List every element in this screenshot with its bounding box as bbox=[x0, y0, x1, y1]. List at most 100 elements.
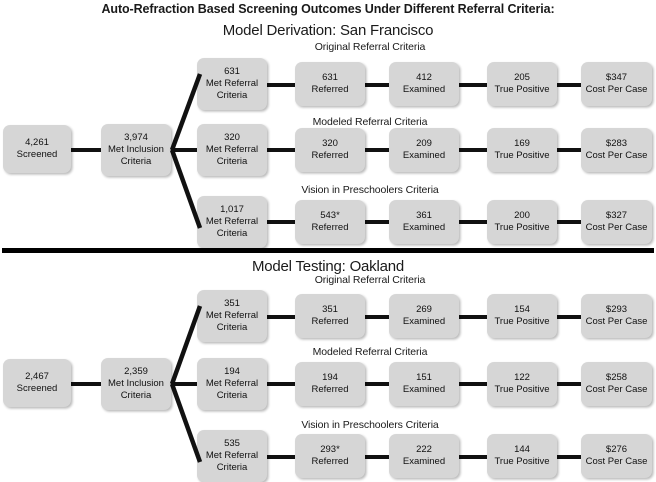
node-oak-inclusion[interactable]: 2,359 Met Inclusion Criteria bbox=[101, 358, 171, 410]
node-oak-row1-examined[interactable]: 269 Examined bbox=[389, 294, 459, 338]
node-oak-row1-true-positive[interactable]: 154 True Positive bbox=[487, 294, 557, 338]
node-value: 209 bbox=[416, 137, 432, 149]
node-sf-row2-examined[interactable]: 209 Examined bbox=[389, 128, 459, 172]
node-label-line1: Met Referral bbox=[205, 215, 259, 227]
node-oak-row2-cost[interactable]: $258 Cost Per Case bbox=[581, 362, 652, 406]
node-label: True Positive bbox=[494, 316, 550, 327]
node-value: 351 bbox=[224, 297, 240, 309]
connector-sf-r3-b bbox=[363, 220, 391, 224]
node-oak-screened[interactable]: 2,467 Screened bbox=[3, 359, 71, 407]
node-sf-row1-true-positive[interactable]: 205 True Positive bbox=[487, 62, 557, 106]
node-oak-row3-examined[interactable]: 222 Examined bbox=[389, 434, 459, 478]
node-value: 194 bbox=[322, 371, 338, 383]
node-sf-row2-referred[interactable]: 320 Referred bbox=[295, 128, 365, 172]
criteria-label-oak-row-1: Original Referral Criteria bbox=[314, 274, 426, 286]
connector-sf-r3-c bbox=[457, 220, 489, 224]
node-oak-row1-cost[interactable]: $293 Cost Per Case bbox=[581, 294, 652, 338]
node-oak-row3-met-referral[interactable]: 535 Met Referral Criteria bbox=[197, 430, 267, 482]
branch-oak-down bbox=[169, 383, 203, 463]
node-value: 320 bbox=[322, 137, 338, 149]
node-oak-row3-true-positive[interactable]: 144 True Positive bbox=[487, 434, 557, 478]
node-value: 4,261 bbox=[25, 136, 49, 148]
node-value: 535 bbox=[224, 437, 240, 449]
node-label: Examined bbox=[402, 84, 446, 95]
node-value: 151 bbox=[416, 371, 432, 383]
node-value: 144 bbox=[514, 443, 530, 455]
connector-sf-r1-b bbox=[363, 83, 391, 87]
node-label-line2: Criteria bbox=[216, 462, 248, 474]
node-sf-row3-examined[interactable]: 361 Examined bbox=[389, 200, 459, 244]
node-label: Referred bbox=[311, 222, 349, 233]
connector-oak-r3-c bbox=[457, 455, 489, 459]
node-value: 631 bbox=[322, 71, 338, 83]
connector-sf-screened-inclusion bbox=[70, 148, 102, 152]
node-value: 194 bbox=[224, 365, 240, 377]
connector-oak-r3-d bbox=[555, 455, 582, 459]
node-value: 351 bbox=[322, 303, 338, 315]
node-sf-inclusion[interactable]: 3,974 Met Inclusion Criteria bbox=[101, 124, 171, 176]
node-oak-row2-referred[interactable]: 194 Referred bbox=[295, 362, 365, 406]
node-sf-row3-cost[interactable]: $327 Cost Per Case bbox=[581, 200, 652, 244]
node-sf-row1-met-referral[interactable]: 631 Met Referral Criteria bbox=[197, 58, 267, 110]
node-oak-row1-referred[interactable]: 351 Referred bbox=[295, 294, 365, 338]
node-label: Cost Per Case bbox=[585, 84, 648, 95]
connector-sf-r2-b bbox=[363, 148, 391, 152]
node-sf-row2-met-referral[interactable]: 320 Met Referral Criteria bbox=[197, 124, 267, 176]
node-sf-row1-referred[interactable]: 631 Referred bbox=[295, 62, 365, 106]
node-value: 2,467 bbox=[25, 370, 49, 382]
node-label: Examined bbox=[402, 150, 446, 161]
node-label: True Positive bbox=[494, 150, 550, 161]
connector-oak-screened-inclusion bbox=[70, 382, 102, 386]
node-oak-row1-met-referral[interactable]: 351 Met Referral Criteria bbox=[197, 290, 267, 342]
node-label: True Positive bbox=[494, 384, 550, 395]
connector-oak-r2-d bbox=[555, 382, 582, 386]
node-sf-screened[interactable]: 4,261 Screened bbox=[3, 125, 71, 173]
node-label: Cost Per Case bbox=[585, 222, 648, 233]
node-sf-row1-examined[interactable]: 412 Examined bbox=[389, 62, 459, 106]
connector-oak-r1-a bbox=[265, 315, 297, 319]
node-value: $283 bbox=[605, 137, 628, 149]
node-value: 412 bbox=[416, 71, 432, 83]
node-sf-row3-true-positive[interactable]: 200 True Positive bbox=[487, 200, 557, 244]
node-label: Referred bbox=[311, 316, 349, 327]
node-value: 154 bbox=[514, 303, 530, 315]
node-value: 631 bbox=[224, 65, 240, 77]
connector-oak-r1-d bbox=[555, 315, 582, 319]
connector-oak-inclusion-mid bbox=[170, 382, 200, 386]
node-label-line2: Criteria bbox=[120, 390, 152, 402]
node-oak-row3-cost[interactable]: $276 Cost Per Case bbox=[581, 434, 652, 478]
node-value: $258 bbox=[605, 371, 628, 383]
node-sf-row2-true-positive[interactable]: 169 True Positive bbox=[487, 128, 557, 172]
node-oak-row2-examined[interactable]: 151 Examined bbox=[389, 362, 459, 406]
node-value: 169 bbox=[514, 137, 530, 149]
node-oak-row3-referred[interactable]: 293* Referred bbox=[295, 434, 365, 478]
node-label-line2: Criteria bbox=[216, 228, 248, 240]
connector-sf-r1-a bbox=[265, 83, 297, 87]
connector-oak-r1-b bbox=[363, 315, 391, 319]
node-value: 320 bbox=[224, 131, 240, 143]
node-label: True Positive bbox=[494, 84, 550, 95]
node-sf-row1-cost[interactable]: $347 Cost Per Case bbox=[581, 62, 652, 106]
node-label-line2: Criteria bbox=[216, 90, 248, 102]
connector-oak-r3-b bbox=[363, 455, 391, 459]
node-value: 3,974 bbox=[124, 131, 148, 143]
node-sf-row3-referred[interactable]: 543* Referred bbox=[295, 200, 365, 244]
criteria-label-sf-row-1: Original Referral Criteria bbox=[314, 41, 426, 53]
node-oak-row2-true-positive[interactable]: 122 True Positive bbox=[487, 362, 557, 406]
node-label: True Positive bbox=[494, 222, 550, 233]
section-heading-san-francisco: Model Derivation: San Francisco bbox=[222, 22, 434, 39]
node-label-line1: Met Inclusion bbox=[108, 143, 164, 155]
node-label-line1: Met Referral bbox=[205, 377, 259, 389]
node-sf-row3-met-referral[interactable]: 1,017 Met Referral Criteria bbox=[197, 196, 267, 248]
node-sf-row2-cost[interactable]: $283 Cost Per Case bbox=[581, 128, 652, 172]
node-value: 269 bbox=[416, 303, 432, 315]
connector-sf-inclusion-mid bbox=[170, 148, 200, 152]
criteria-label-sf-row-2: Modeled Referral Criteria bbox=[312, 116, 428, 128]
node-oak-row2-met-referral[interactable]: 194 Met Referral Criteria bbox=[197, 358, 267, 410]
connector-sf-r2-c bbox=[457, 148, 489, 152]
connector-sf-r2-d bbox=[555, 148, 582, 152]
node-label: Cost Per Case bbox=[585, 316, 648, 327]
criteria-label-oak-row-2: Modeled Referral Criteria bbox=[312, 346, 428, 358]
node-label: True Positive bbox=[494, 456, 550, 467]
